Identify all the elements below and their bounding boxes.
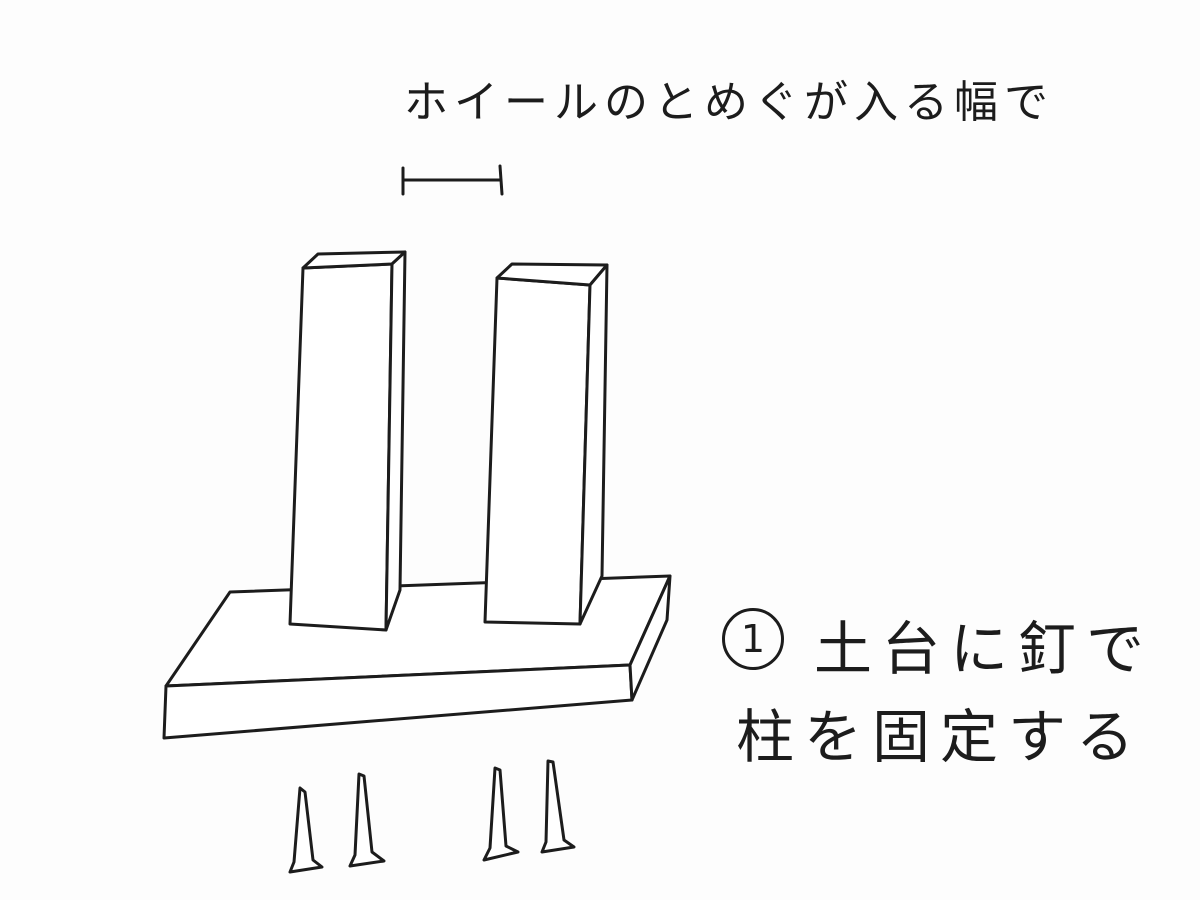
nail-4 [540,759,576,854]
nail-3 [482,766,520,862]
step-number-badge: 1 [722,608,784,670]
right-post [483,262,609,626]
step-text-line-1: 土台に釘で [814,615,1155,683]
step-instruction: 1 土台に釘で 柱を固定する [722,598,1144,771]
left-post [288,250,407,632]
step-text-line-2: 柱を固定する [736,703,1145,771]
nail-1 [288,786,324,874]
width-dimension-marker [401,164,504,196]
base-board [162,574,672,740]
nail-2 [348,772,386,868]
width-note-label: ホイールのとめぐが入る幅で [404,77,1054,128]
